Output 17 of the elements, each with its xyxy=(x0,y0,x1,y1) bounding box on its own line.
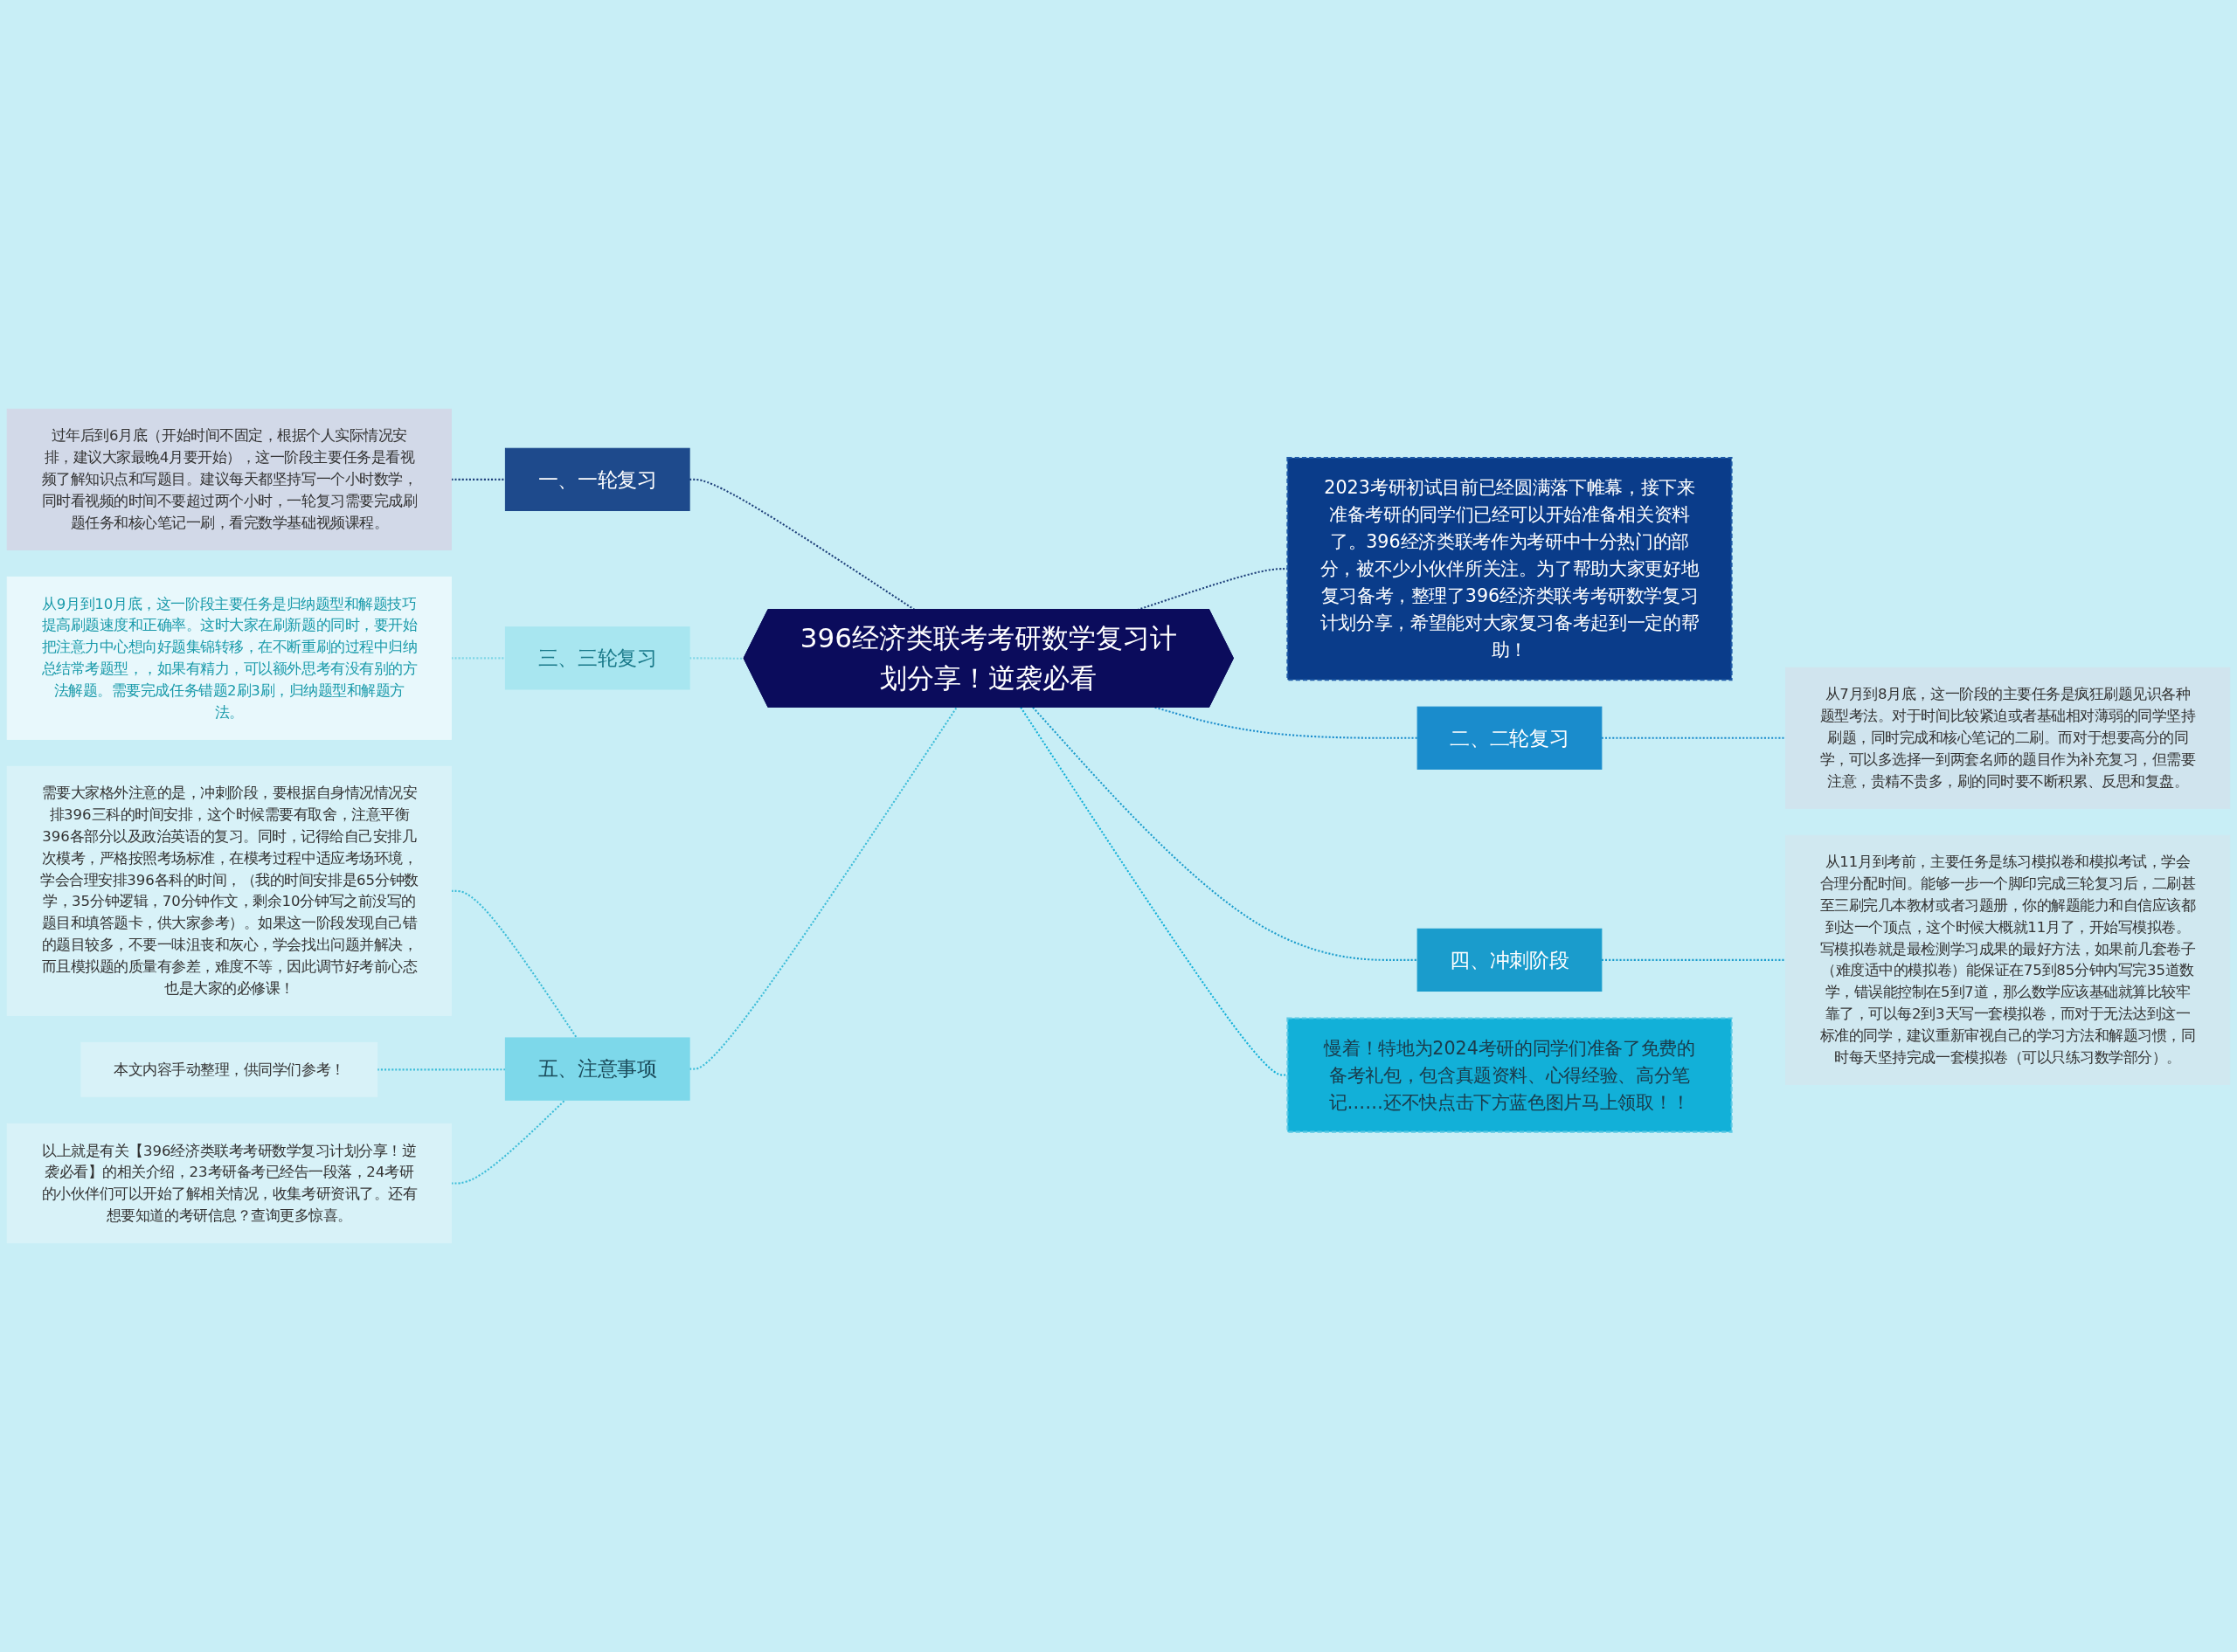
node-box: 2023考研初试目前已经圆满落下帷幕，接下来准备考研的同学们已经可以开始准备相关资料了。396经济类联考作为考研中十分热门的部分，被不少小伙伴所关注。为了帮助大家更好地复习备考，整理了396经济类联考考研数学复习计划分享，希望能对大家复习备考起到一定的帮助！ xyxy=(1286,457,1733,681)
node-box: 从11月到考前，主要任务是练习模拟卷和模拟考试，学会合理分配时间。能够一步一个脚印完成三轮复习后，二刷甚至三刷完几本教材或者习题册，你的解题能力和自信应该都到达一个顶点，这个时候大概就11月了，开始写模拟卷。写模拟卷就是最检测学习成果的最好方法，如果前几套卷子（难度适中的模拟卷）能保证在75到85分钟内写完35道数学，错误能控制在5到7道，那么数学应该基础就算比较牢靠了，可以每2到3天写一套模拟卷，而对于无法达到这一标准的同学，建议重新审视自己的学习方法和解题习惯，同时每天坚持完成一套模拟卷（可以只练习数学部分）。 xyxy=(1785,834,2231,1085)
node-box: 本文内容手动整理，供同学们参考！ xyxy=(80,1041,378,1097)
node-box: 一、一轮复习 xyxy=(504,447,690,512)
connector xyxy=(1020,707,1288,1076)
node-box: 过年后到6月底（开始时间不固定，根据个人实际情况安排，建议大家最晚4月要开始），这一阶段主要任务是看视频了解知识点和写题目。建议每天都坚持写一个小时数学，同时看视频的时间不要超过两个小时，一轮复习需要完成刷题任务和核心笔记一刷，看完数学基础视频课程。 xyxy=(6,408,452,550)
connector xyxy=(1032,707,1418,961)
node-box: 以上就是有关【396经济类联考考研数学复习计划分享！逆袭必看】的相关介绍，23考研备考已经告一段落，24考研的小伙伴们可以开始了解相关情况，收集考研资讯了。还有想要知道的考研信息？查询更多惊喜。 xyxy=(6,1123,452,1244)
node-box: 从7月到8月底，这一阶段的主要任务是疯狂刷题见识各种题型考法。对于时间比较紧迫或者基础相对薄弱的同学坚持刷题，同时完成和核心笔记的二刷。而对于想要高分的同学，可以多选择一到两套名师的题目作为补充复习，但需要注意，贵精不贵多，刷的同时要不断积累、反思和复盘。 xyxy=(1785,667,2231,809)
node-box: 三、三轮复习 xyxy=(504,626,690,690)
node-box: 二、二轮复习 xyxy=(1416,706,1603,770)
node-box: 四、冲刺阶段 xyxy=(1416,928,1603,992)
node-box: 慢着！特地为2024考研的同学们准备了免费的备考礼包，包含真题资料、心得经验、高分笔记……还不快点击下方蓝色图片马上领取！！ xyxy=(1286,1017,1733,1133)
node-box: 五、注意事项 xyxy=(504,1037,690,1101)
node-box: 需要大家格外注意的是，冲刺阶段，要根据自身情况情况安排396三科的时间安排，这个时候需要有取舍，注意平衡396各部分以及政治英语的复习。同时，记得给自己安排几次模考，严格按照考场标准，在模考过程中适应考场环境，学会合理安排396各科的时间，（我的时间安排是65分钟数学，35分钟逻辑，70分钟作文，剩余10分钟写之前没写的题目和填答题卡，供大家参考）。如果这一阶段发现自己错的题目较多，不要一味沮丧和灰心，学会找出问题并解决，而且模拟题的质量有参差，难度不等，因此调节好考前心态也是大家的必修课！ xyxy=(6,765,452,1016)
connector xyxy=(1154,706,1418,739)
node-box: 从9月到10月底，这一阶段主要任务是归纳题型和解题技巧提高刷题速度和正确率。这时大家在刷新题的同时，要开始把注意力中心想向好题集锦转移，在不断重刷的过程中归纳总结常考题型，，如果有精力，可以额外思考有没有别的方法解题。需要完成任务错题2刷3刷，归纳题型和解题方法。 xyxy=(6,576,452,740)
